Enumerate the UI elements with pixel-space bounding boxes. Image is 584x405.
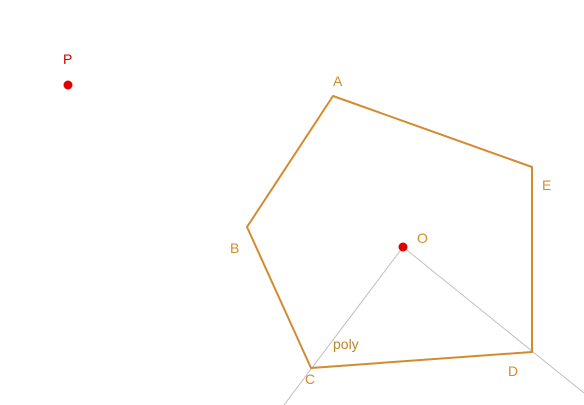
label-e: E — [542, 177, 551, 193]
label-p: P — [63, 51, 72, 67]
label-b: B — [230, 240, 239, 256]
point-o[interactable] — [398, 242, 408, 252]
guide-line-od — [402, 246, 584, 394]
point-p[interactable] — [63, 80, 73, 90]
label-c: C — [305, 371, 315, 387]
label-d: D — [508, 363, 518, 379]
label-a: A — [333, 73, 343, 89]
guide-line-oc — [283, 246, 404, 405]
polygon-poly[interactable] — [246, 95, 533, 369]
label-poly: poly — [333, 336, 359, 352]
label-o: O — [417, 230, 428, 246]
